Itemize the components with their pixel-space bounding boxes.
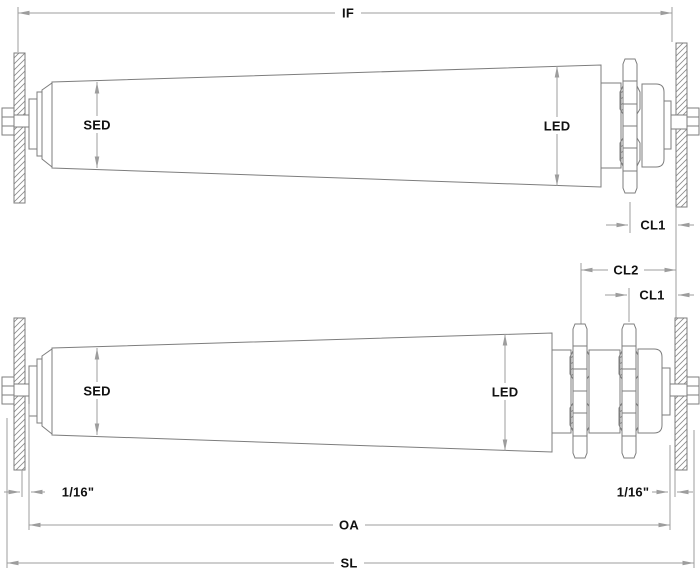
- dim-label-sl: SL: [340, 556, 357, 571]
- label-mask: [335, 5, 361, 21]
- dim-label-oa: OA: [339, 518, 359, 533]
- dim-label-cl2: CL2: [613, 263, 638, 278]
- hex-flat-lines: [2, 385, 14, 396]
- dimension-sl: SL: [6, 418, 695, 571]
- sprocket-inner: [569, 323, 591, 459]
- dimension-gap-left: 1/16": [4, 404, 94, 530]
- drive-hub: [551, 349, 572, 434]
- dimension-sed-top: SED: [77, 82, 117, 168]
- dimension-cl1-top: CL1: [606, 202, 694, 233]
- bottom-roller-assembly: [1, 317, 700, 471]
- hex-axle-end: [1, 107, 15, 136]
- bearing-housing: [637, 348, 663, 434]
- hex-flat-lines: [687, 116, 699, 127]
- axle-shaft: [669, 383, 688, 397]
- dim-label-sed: SED: [83, 118, 110, 133]
- dim-label-led: LED: [544, 119, 571, 134]
- label-mask: [485, 383, 525, 400]
- drive-hub: [588, 349, 621, 434]
- tapered-roller-body: [51, 332, 553, 453]
- dimension-if: IF: [17, 5, 673, 52]
- label-mask: [537, 117, 577, 134]
- axle-shaft: [670, 114, 688, 130]
- dimension-cl2: CL2: [580, 262, 676, 331]
- roller-end-cap: [41, 348, 53, 436]
- dim-label-gap: 1/16": [617, 485, 649, 500]
- dimension-oa: OA: [29, 517, 670, 533]
- roller-end-cap: [41, 82, 53, 169]
- bearing-step: [36, 91, 43, 157]
- sprocket: [619, 58, 641, 194]
- hex-axle-end: [686, 107, 700, 136]
- bearing-step: [36, 358, 43, 424]
- hex-axle-end: [686, 376, 700, 405]
- dimension-gap-right: 1/16": [617, 445, 693, 530]
- dimension-sed-bottom: SED: [77, 348, 117, 435]
- label-mask: [608, 262, 644, 278]
- dim-label-sed: SED: [83, 384, 110, 399]
- drive-hub: [600, 82, 622, 169]
- bearing-step: [661, 367, 671, 416]
- dim-label-if: IF: [342, 6, 354, 21]
- label-mask: [334, 555, 364, 571]
- left-frame-wall: [13, 52, 26, 204]
- top-roller-assembly: [1, 42, 700, 208]
- bearing-step: [28, 365, 38, 417]
- dimension-led-bottom: LED: [485, 334, 525, 451]
- hex-flat-lines: [2, 116, 14, 127]
- label-mask: [333, 517, 365, 533]
- dimension-led-top: LED: [537, 66, 577, 186]
- dim-label-cl1: CL1: [640, 218, 665, 233]
- bearing-housing: [641, 83, 665, 168]
- dim-label-cl1: CL1: [639, 288, 664, 303]
- dim-label-gap: 1/16": [62, 485, 94, 500]
- dimension-cl1-bottom: CL1: [605, 288, 694, 322]
- dim-label-led: LED: [492, 385, 519, 400]
- hex-axle-end: [1, 376, 15, 405]
- label-mask: [77, 116, 117, 133]
- label-mask: [77, 382, 117, 399]
- tapered-roller-body: [51, 64, 602, 188]
- sprocket-outer: [618, 323, 640, 459]
- bearing-step: [28, 98, 38, 150]
- bearing-step: [663, 100, 672, 150]
- hex-flat-lines: [687, 385, 699, 396]
